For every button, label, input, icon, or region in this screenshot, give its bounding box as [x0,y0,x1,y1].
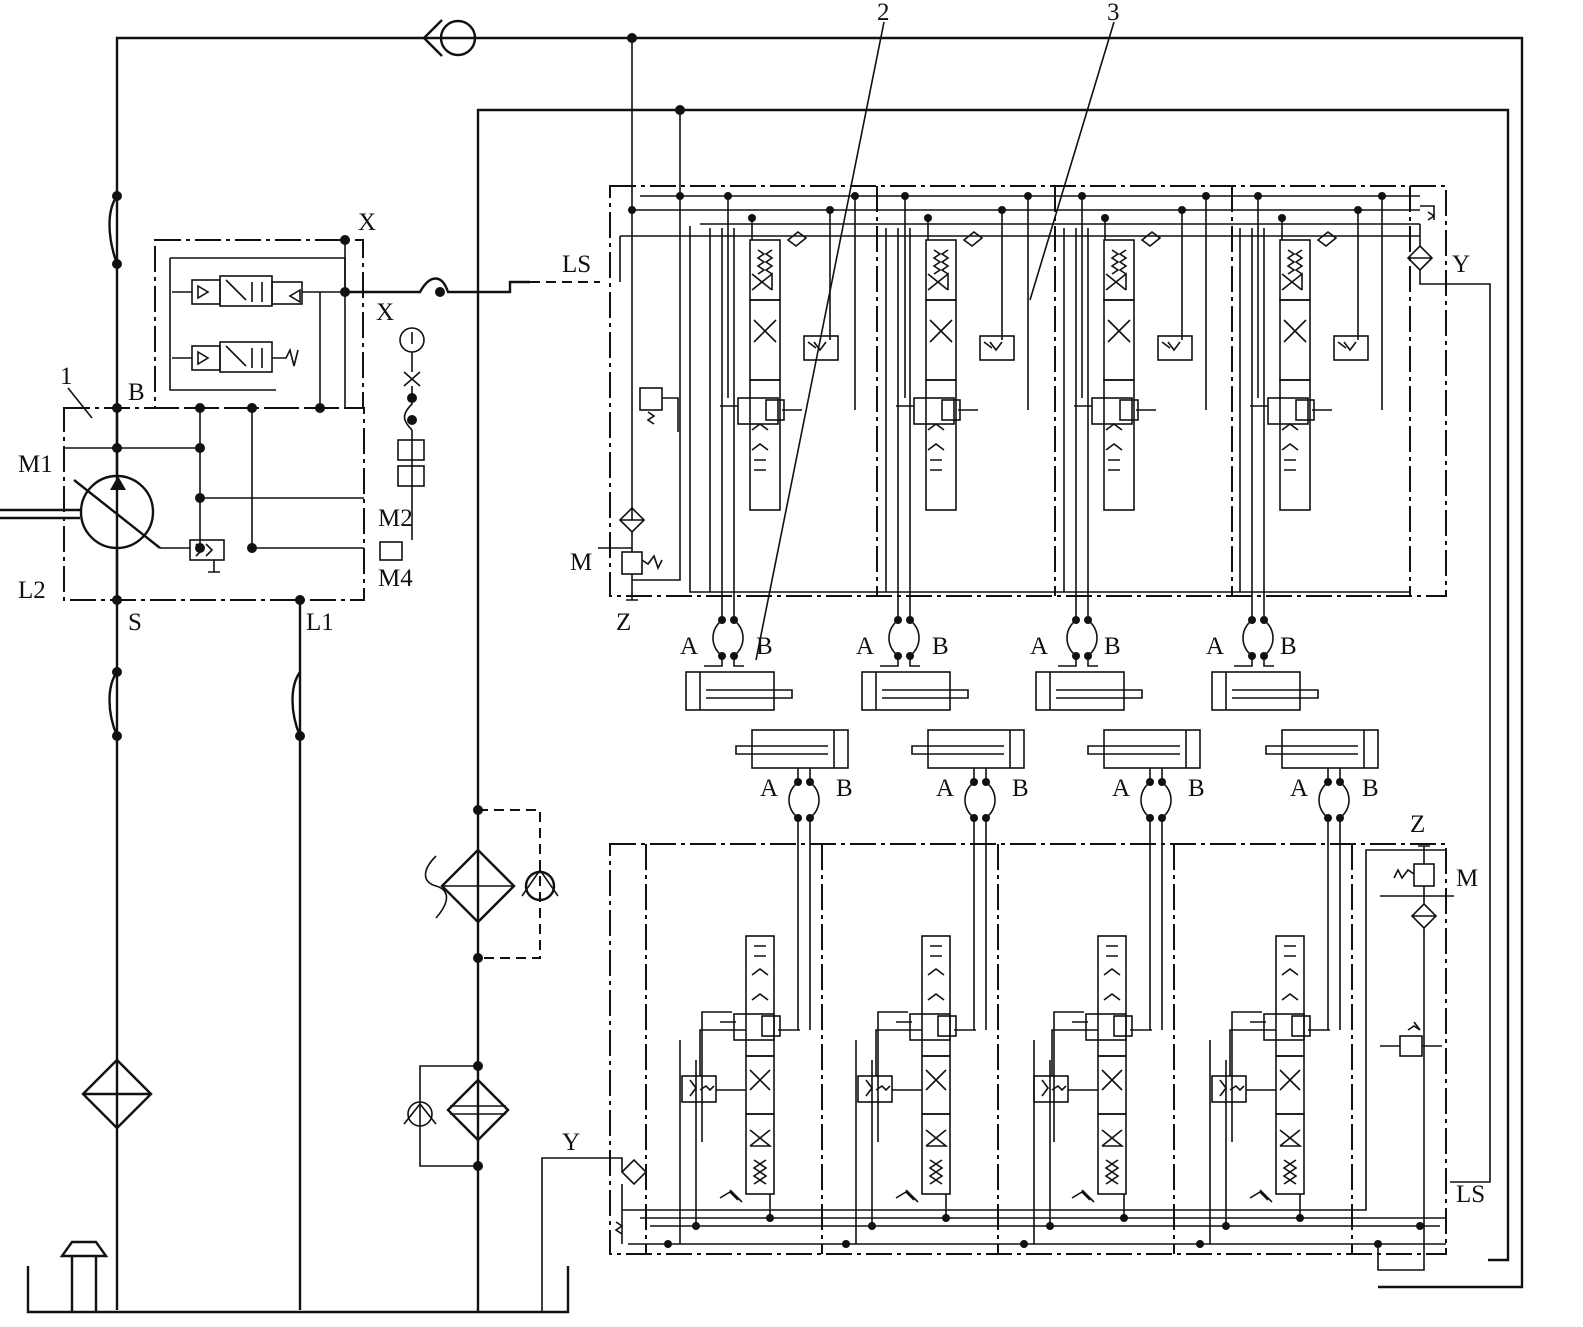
cylinder-top-1 [685,671,793,711]
label-ls-bottom: LS [1456,1181,1485,1208]
label-2: 2 [877,0,890,26]
pump-enclosure [63,407,365,601]
label-3: 3 [1107,0,1120,26]
label-m-top: M [570,549,592,576]
return-filter-symbol [403,1065,510,1167]
top-valve-section-2 [895,231,1015,511]
label-z-top: Z [616,609,631,636]
label-m-bottom: M [1456,865,1478,892]
label-a-bottom-2: A [936,775,954,802]
label-l1: L1 [306,609,334,636]
label-1: 1 [60,363,73,390]
bottom-valve-section-3 [1033,935,1153,1203]
label-y-top: Y [1452,251,1470,278]
cylinder-bottom-1 [735,729,849,769]
junction-dots-left [112,33,637,741]
label-ls-top: LS [562,251,591,278]
label-z-bottom: Z [1410,811,1425,838]
bottom-valve-section-4 [1211,935,1331,1203]
cylinder-top-4 [1211,671,1319,711]
label-m4: M4 [378,565,413,592]
top-valve-block [609,185,1447,597]
label-b-top-4: B [1280,633,1297,660]
cylinder-bottom-2 [911,729,1025,769]
top-hose-pairs [704,619,1274,667]
label-a-bottom-1: A [760,775,778,802]
top-valve-section-4 [1249,231,1369,511]
cylinder-bottom-4 [1265,729,1379,769]
label-b-top-3: B [1104,633,1121,660]
breather-icon [59,1240,109,1312]
top-relief-valve [598,387,679,601]
label-a-bottom-4: A [1290,775,1308,802]
leader-line-3 [1029,21,1115,301]
bottom-valve-section-2 [857,935,977,1203]
label-a-top-3: A [1030,633,1048,660]
label-b-bottom-4: B [1362,775,1379,802]
label-s: S [128,609,142,636]
label-l2: L2 [18,577,46,604]
label-a-bottom-3: A [1112,775,1130,802]
variable-pump-symbol [0,474,161,550]
check-valve-symbol [423,19,477,57]
cylinder-top-2 [861,671,969,711]
bottom-valve-section-1 [681,935,801,1203]
label-a-top-1: A [680,633,698,660]
leader-line-2 [755,21,885,661]
label-b-bottom-2: B [1012,775,1029,802]
label-m2: M2 [378,505,413,532]
bypass-check-icon [521,868,559,902]
bottom-relief-valve [1377,845,1454,1271]
label-a-top-4: A [1206,633,1224,660]
leader-line-1 [67,387,93,419]
tank-outline [26,1266,570,1314]
top-valve-section-3 [1073,231,1193,511]
label-b-pump: B [128,379,145,406]
bottom-valve-block [609,843,1447,1255]
label-m1: M1 [18,451,53,478]
compensator-valves [169,257,346,409]
label-a-top-2: A [856,633,874,660]
top-valve-section-1 [719,231,839,511]
label-b-top-2: B [932,633,949,660]
pressure-gauge-icon [399,327,425,540]
cylinder-top-3 [1035,671,1143,711]
label-b-bottom-1: B [836,775,853,802]
label-b-bottom-3: B [1188,775,1205,802]
cylinder-bottom-3 [1087,729,1201,769]
bottom-hose-pairs [788,768,1350,819]
suction-filter-symbol [81,1058,153,1130]
label-b-top-1: B [756,633,773,660]
main-pressure-line [115,36,1524,1289]
label-y-bottom: Y [562,1129,580,1156]
oil-cooler-symbol [424,848,516,924]
label-x-lower: X [376,299,394,326]
port-labels: 1 2 3 B M1 L2 S L1 X X M2 M4 LS M Z Y Z … [18,0,1485,1208]
label-x-upper: X [358,209,376,236]
